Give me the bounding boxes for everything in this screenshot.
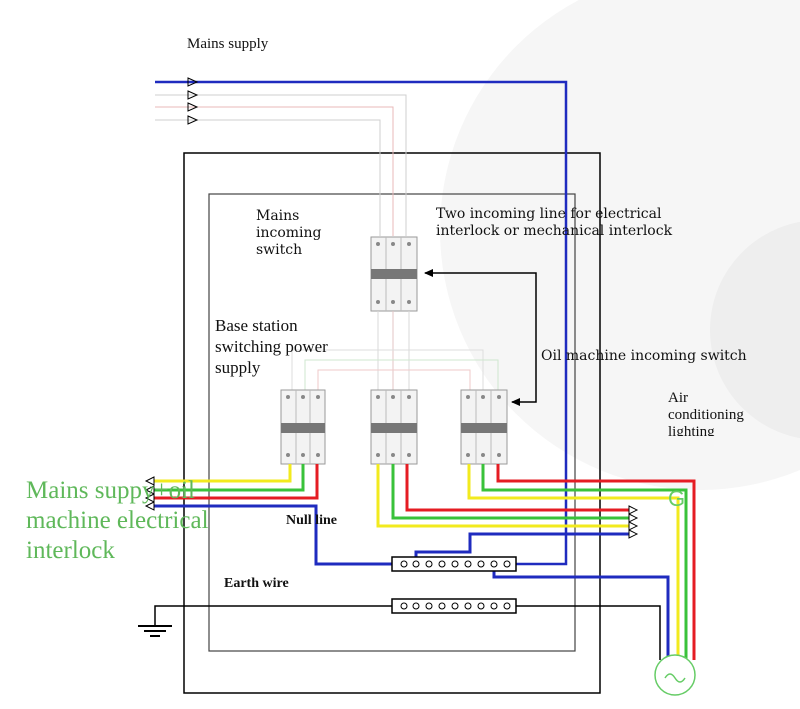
- right-output-arrowheads: [628, 505, 639, 539]
- base-station-output-wires: [150, 464, 392, 566]
- air-conditioning-lighting-label: Air conditioning lighting: [668, 390, 744, 436]
- base-station-label: Base station switching power supply: [215, 316, 328, 377]
- earth-wire: [138, 605, 661, 660]
- left-output-arrowheads: [144, 476, 155, 511]
- cabinet-inner-panel: [208, 193, 576, 652]
- base-station-breaker: [280, 389, 326, 465]
- generator-symbol: [654, 654, 696, 696]
- internal-bus-lines: [291, 311, 499, 390]
- earth-wire-label: Earth wire: [224, 576, 289, 591]
- interlock-arrows: [424, 269, 537, 406]
- oil-machine-incoming-switch-label: Oil machine incoming switch: [541, 348, 747, 364]
- mains-supply-lines: [155, 77, 568, 566]
- two-incoming-line-label: Two incoming line for electrical interlo…: [436, 206, 673, 239]
- mains-supply-label: Mains supply: [187, 36, 269, 52]
- mains-incoming-switch-label: Mains incoming switch: [256, 208, 322, 258]
- generator-g-label: G: [668, 486, 686, 511]
- mains-incoming-switch-breaker: [370, 236, 418, 312]
- cabinet-outer-frame: [183, 152, 601, 694]
- null-line-label: Null line: [286, 513, 337, 528]
- mains-oil-interlock-title: Mains suppy+oil machine electrical inter…: [26, 477, 209, 564]
- oil-machine-breaker: [460, 389, 508, 465]
- earth-terminal-bar: [391, 598, 517, 614]
- null-line-terminal-bar: [391, 556, 517, 572]
- center-branch-breaker: [370, 389, 418, 465]
- center-output-wires: [376, 464, 630, 564]
